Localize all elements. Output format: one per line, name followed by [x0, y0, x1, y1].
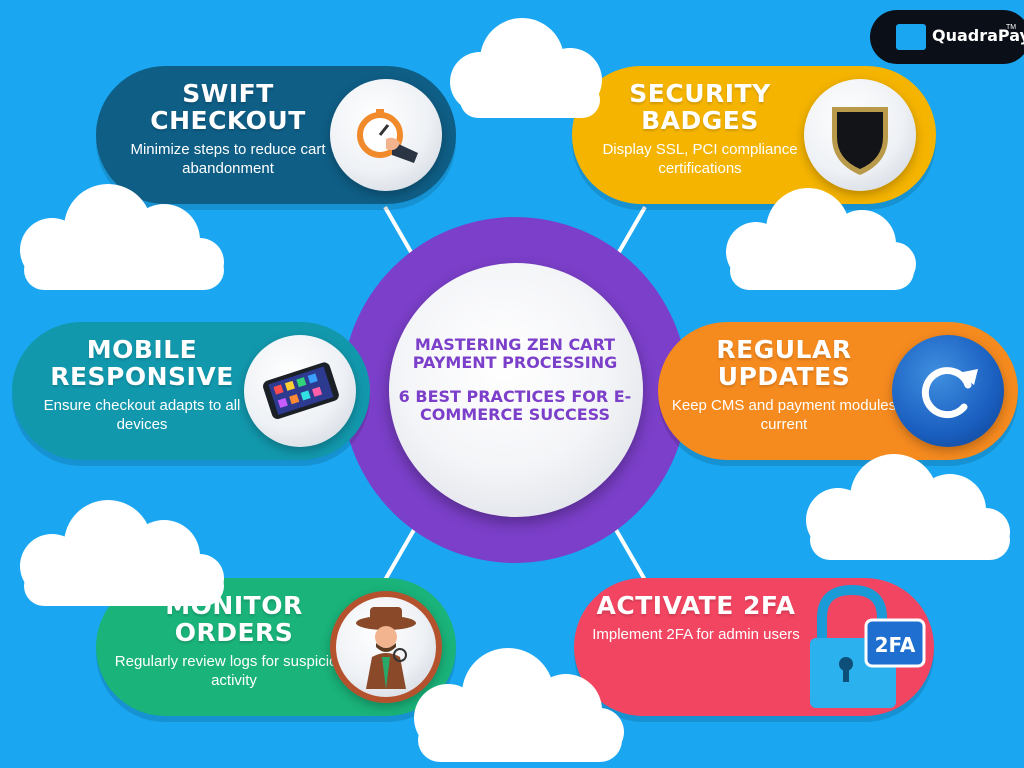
- practice-mobile-responsive: MOBILE RESPONSIVE Ensure checkout adapts…: [12, 322, 370, 460]
- cloud-decoration: [806, 454, 1010, 560]
- stopwatch-icon: [330, 79, 442, 191]
- smartphone-icon: [244, 335, 356, 447]
- shield-icon: [804, 79, 916, 191]
- practice-description: Ensure checkout adapts to all devices: [43, 397, 241, 433]
- practice-regular-updates: REGULAR UPDATES Keep CMS and payment mod…: [658, 322, 1018, 460]
- practice-security-badges: SECURITY BADGES Display SSL, PCI complia…: [572, 66, 936, 204]
- 2fa-badge-text: 2FA: [875, 633, 916, 657]
- cloud-decoration: [20, 500, 224, 606]
- refresh-icon: [892, 335, 1004, 447]
- center-subtitle: 6 BEST PRACTICES FOR E-COMMERCE SUCCESS: [398, 387, 632, 424]
- cloud-decoration: [726, 188, 916, 290]
- practice-monitor-orders: MONITOR ORDERS Regularly review logs for…: [96, 578, 456, 716]
- practice-title: ACTIVATE 2FA: [596, 591, 796, 620]
- brand-mark-icon: [896, 24, 926, 50]
- detective-icon: [330, 591, 442, 703]
- practice-description: Minimize steps to reduce cart abandonmen…: [130, 141, 326, 177]
- center-title: MASTERING ZEN CART PAYMENT PROCESSING: [412, 335, 618, 372]
- practice-swift-checkout: SWIFT CHECKOUT Minimize steps to reduce …: [96, 66, 456, 204]
- practice-description: Keep CMS and payment modules current: [671, 397, 897, 433]
- brand-name: QuadraPay: [932, 26, 1024, 45]
- practice-title: REGULAR UPDATES: [716, 335, 852, 391]
- practice-title: SWIFT CHECKOUT: [150, 79, 306, 135]
- practice-description: Implement 2FA for admin users: [592, 626, 800, 643]
- practice-title: SECURITY BADGES: [629, 79, 771, 135]
- practice-activate-2fa: ACTIVATE 2FA Implement 2FA for admin use…: [574, 578, 934, 716]
- brand-logo: QuadraPay TM: [870, 10, 1024, 64]
- trademark-symbol: TM: [1006, 24, 1017, 31]
- practice-description: Display SSL, PCI compliance certificatio…: [602, 141, 798, 177]
- center-title-block: MASTERING ZEN CART PAYMENT PROCESSING 6 …: [395, 336, 635, 424]
- padlock-2fa-icon: 2FA: [802, 584, 932, 712]
- practice-title: MOBILE RESPONSIVE: [50, 335, 234, 391]
- center-disc: [389, 263, 643, 517]
- cloud-decoration: [414, 648, 624, 762]
- cloud-decoration: [450, 18, 602, 118]
- cloud-decoration: [20, 184, 224, 290]
- practice-description: Regularly review logs for suspicious act…: [114, 653, 354, 689]
